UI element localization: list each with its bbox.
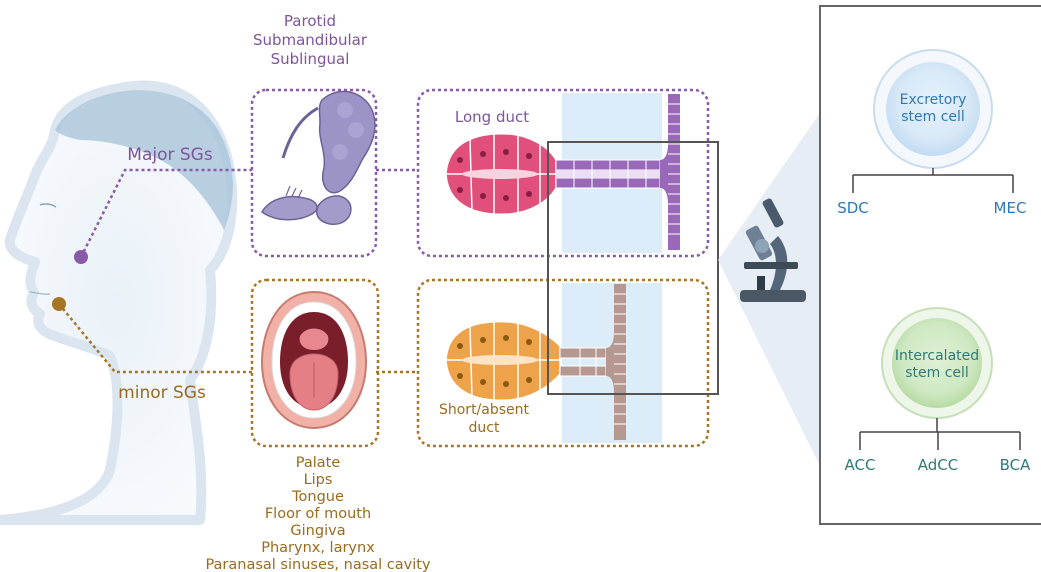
gland-name: Parotid [284, 12, 336, 30]
minor-sgs-label: minor SGs [118, 383, 206, 403]
site-name: Floor of mouth [265, 506, 371, 522]
adcc-label: AdCC [918, 456, 958, 474]
minor-acinus [446, 322, 560, 401]
sdc-label: SDC [837, 199, 869, 217]
bca-label: BCA [1000, 456, 1032, 474]
gland-name: Submandibular [253, 31, 368, 49]
excretory-title-line-2: stem cell [901, 109, 965, 125]
major-gland-list: Parotid Submandibular Sublingual [253, 12, 368, 68]
site-name: Lips [304, 472, 333, 488]
site-name: Gingiva [290, 523, 345, 539]
site-name: Paranasal sinuses, nasal cavity [205, 557, 430, 572]
major-acinus [446, 134, 556, 215]
mec-label: MEC [994, 199, 1027, 217]
acc-label: ACC [845, 456, 876, 474]
intercalated-title-line-1: Intercalated [895, 348, 979, 364]
short-duct-label-line-1: Short/absent [439, 402, 530, 418]
short-duct-label-line-2: duct [469, 420, 500, 436]
long-duct-label: Long duct [455, 108, 529, 126]
site-name: Palate [296, 455, 341, 471]
site-name: Tongue [291, 489, 344, 505]
intercalated-title-line-2: stem cell [905, 365, 969, 381]
open-mouth-icon [262, 292, 366, 428]
major-sgs-label: Major SGs [127, 145, 213, 165]
site-name: Pharynx, larynx [261, 540, 375, 556]
minor-site-list: Palate Lips Tongue Floor of mouth Gingiv… [205, 455, 430, 572]
salivary-gland-icon [262, 91, 375, 224]
gland-name: Sublingual [271, 50, 350, 68]
excretory-title-line-1: Excretory [900, 92, 967, 108]
